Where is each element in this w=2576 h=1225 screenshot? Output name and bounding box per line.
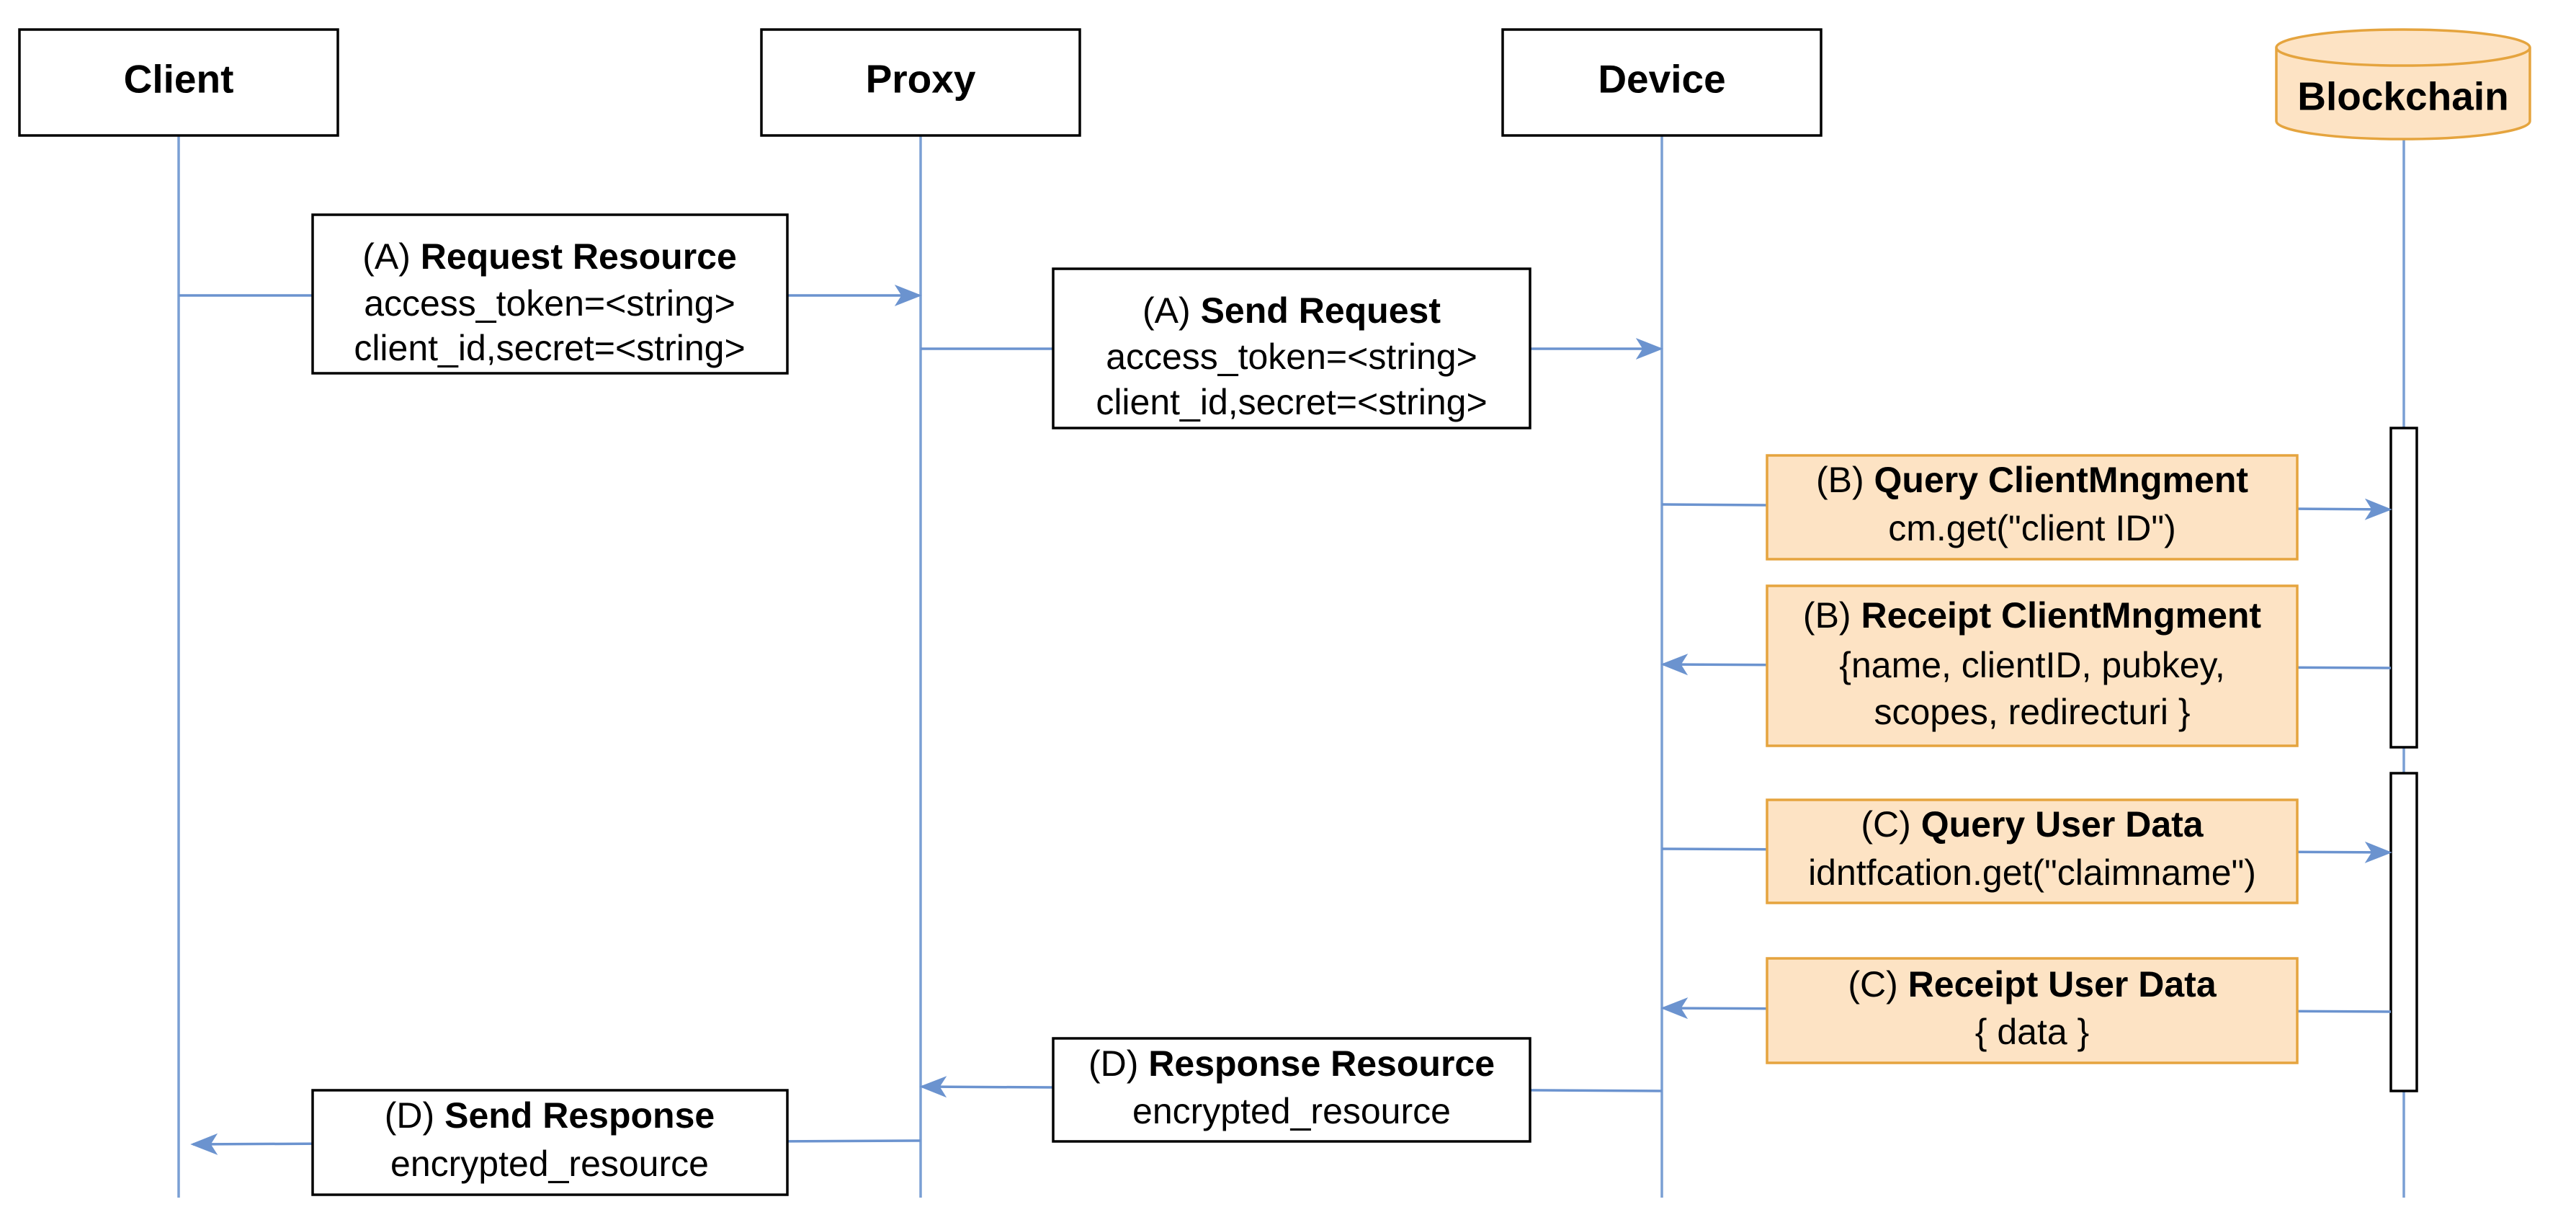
device-header: Device [1501,28,1823,137]
message-detail: cm.get("client ID") [1888,508,2175,548]
svg-text:(B) Query ClientMngment: (B) Query ClientMngment [1816,460,2248,500]
message-detail: client_id,secret=<string> [1096,382,1487,422]
step-label: (A) [1142,290,1191,331]
note-response-resource: (D) Response Resource encrypted_resource [1052,1037,1531,1143]
svg-text:(C) Receipt User Data: (C) Receipt User Data [1848,964,2217,1004]
message-detail: access_token=<string> [364,283,735,324]
svg-text:(C) Query User Data: (C) Query User Data [1861,804,2204,845]
message-title: Send Request [1201,290,1441,331]
message-title: Query ClientMngment [1874,460,2249,500]
message-detail: client_id,secret=<string> [354,328,745,368]
device-label: Device [1598,57,1725,102]
step-label: (C) [1848,964,1897,1004]
blockchain-activation-b [2389,427,2418,749]
message-title: Receipt User Data [1908,964,2217,1004]
proxy-label: Proxy [866,57,976,102]
message-detail: scopes, redirecturi } [1874,692,2190,732]
blockchain-label: Blockchain [2297,74,2508,119]
step-label: (B) [1816,460,1864,500]
blockchain-header: Blockchain [2275,28,2531,141]
message-detail: { data } [1975,1012,2090,1052]
note-receipt-client-mngment: (B) Receipt ClientMngment {name, clientI… [1766,584,2299,747]
message-detail: access_token=<string> [1106,337,1477,377]
svg-text:(A) Send Request: (A) Send Request [1142,290,1441,331]
note-request-resource: (A) Request Resource access_token=<strin… [311,213,789,375]
step-label: (A) [362,236,411,277]
note-receipt-user-data: (C) Receipt User Data { data } [1766,957,2299,1064]
note-query-user-data: (C) Query User Data idntfcation.get("cla… [1766,798,2299,904]
message-detail: encrypted_resource [390,1144,709,1184]
message-title: Response Resource [1148,1043,1495,1084]
svg-text:(D) Send Response: (D) Send Response [385,1095,715,1136]
message-title: Query User Data [1921,804,2204,845]
note-send-request: (A) Send Request access_token=<string> c… [1052,267,1531,429]
message-title: Request Resource [421,236,737,277]
step-label: (D) [1088,1043,1138,1084]
message-detail: idntfcation.get("claimname") [1808,852,2256,893]
client-header: Client [18,28,339,137]
svg-text:(D) Response Resource: (D) Response Resource [1088,1043,1495,1084]
message-title: Send Response [444,1095,715,1136]
svg-text:(B) Receipt ClientMngment: (B) Receipt ClientMngment [1803,595,2262,636]
note-query-client-mngment: (B) Query ClientMngment cm.get("client I… [1766,454,2299,561]
client-label: Client [124,57,234,102]
message-detail: {name, clientID, pubkey, [1839,645,2224,685]
message-detail: encrypted_resource [1132,1091,1451,1131]
proxy-header: Proxy [760,28,1081,137]
step-label: (C) [1861,804,1910,845]
step-label: (D) [385,1095,434,1136]
message-title: Receipt ClientMngment [1861,595,2261,636]
note-send-response: (D) Send Response encrypted_resource [311,1089,789,1196]
svg-text:(A) Request Resource: (A) Request Resource [362,236,737,277]
step-label: (B) [1803,595,1851,636]
database-cylinder-icon [2275,28,2531,141]
blockchain-activation-c [2389,772,2418,1092]
